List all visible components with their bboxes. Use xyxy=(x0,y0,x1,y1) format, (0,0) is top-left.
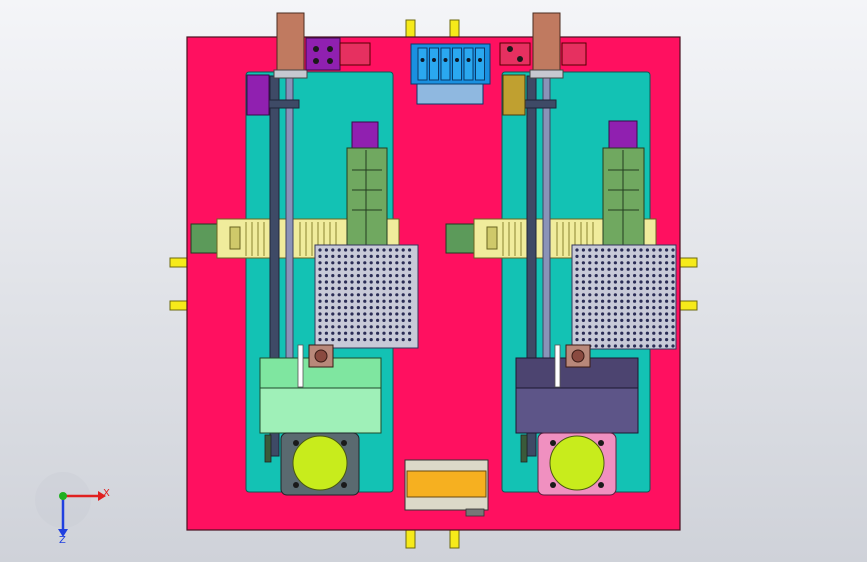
pin-bottom-left xyxy=(405,529,416,549)
left-vertical-cylinder[interactable] xyxy=(346,147,388,249)
right-rail-end-motor xyxy=(445,223,475,254)
right-column-inner xyxy=(542,75,551,387)
pin-right-upper xyxy=(679,257,698,268)
left-cylinder-cap xyxy=(351,121,379,151)
left-tray-holes xyxy=(318,248,412,342)
right-cylinder-cap xyxy=(608,120,638,150)
right-station[interactable] xyxy=(445,12,677,496)
pin-top-right xyxy=(449,19,460,38)
axis-triad: X Z xyxy=(35,472,110,546)
pin-left-lower xyxy=(169,300,188,311)
left-rail-end-motor xyxy=(190,223,218,254)
right-turntable-disc[interactable] xyxy=(549,435,605,491)
left-turntable-disc[interactable] xyxy=(292,435,348,491)
x-axis-label: X xyxy=(103,488,110,499)
right-side-sensor xyxy=(502,74,526,116)
right-tray-holes xyxy=(575,248,675,348)
pin-right-lower xyxy=(679,300,698,311)
y-axis-indicator xyxy=(59,492,67,500)
left-column-inner xyxy=(285,75,294,387)
pin-top-left xyxy=(405,19,416,38)
left-side-sensor xyxy=(246,74,270,116)
pin-left-upper xyxy=(169,257,188,268)
locating-pins xyxy=(169,19,698,549)
pin-bottom-right xyxy=(449,529,460,549)
controller-box[interactable] xyxy=(404,459,489,517)
left-fitting-block xyxy=(305,37,341,71)
z-axis-label: Z xyxy=(59,535,66,546)
left-servo-motor[interactable] xyxy=(276,12,305,77)
left-station[interactable] xyxy=(190,12,419,496)
solenoid-valve-bank[interactable] xyxy=(410,43,491,105)
right-servo-motor[interactable] xyxy=(532,12,561,77)
